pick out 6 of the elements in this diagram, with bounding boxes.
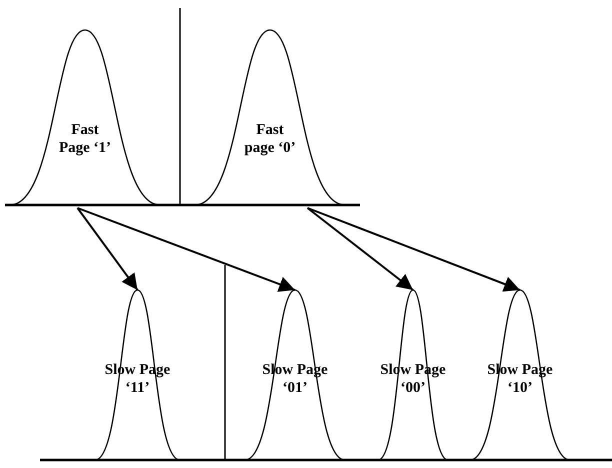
arrow (76, 207, 138, 291)
arrow (306, 207, 414, 291)
arrow (77, 207, 296, 292)
arrow (307, 207, 520, 292)
curve-label: Fast page ‘0’ (243, 121, 297, 157)
curve-label: Fast Page ‘1’ (58, 121, 112, 157)
